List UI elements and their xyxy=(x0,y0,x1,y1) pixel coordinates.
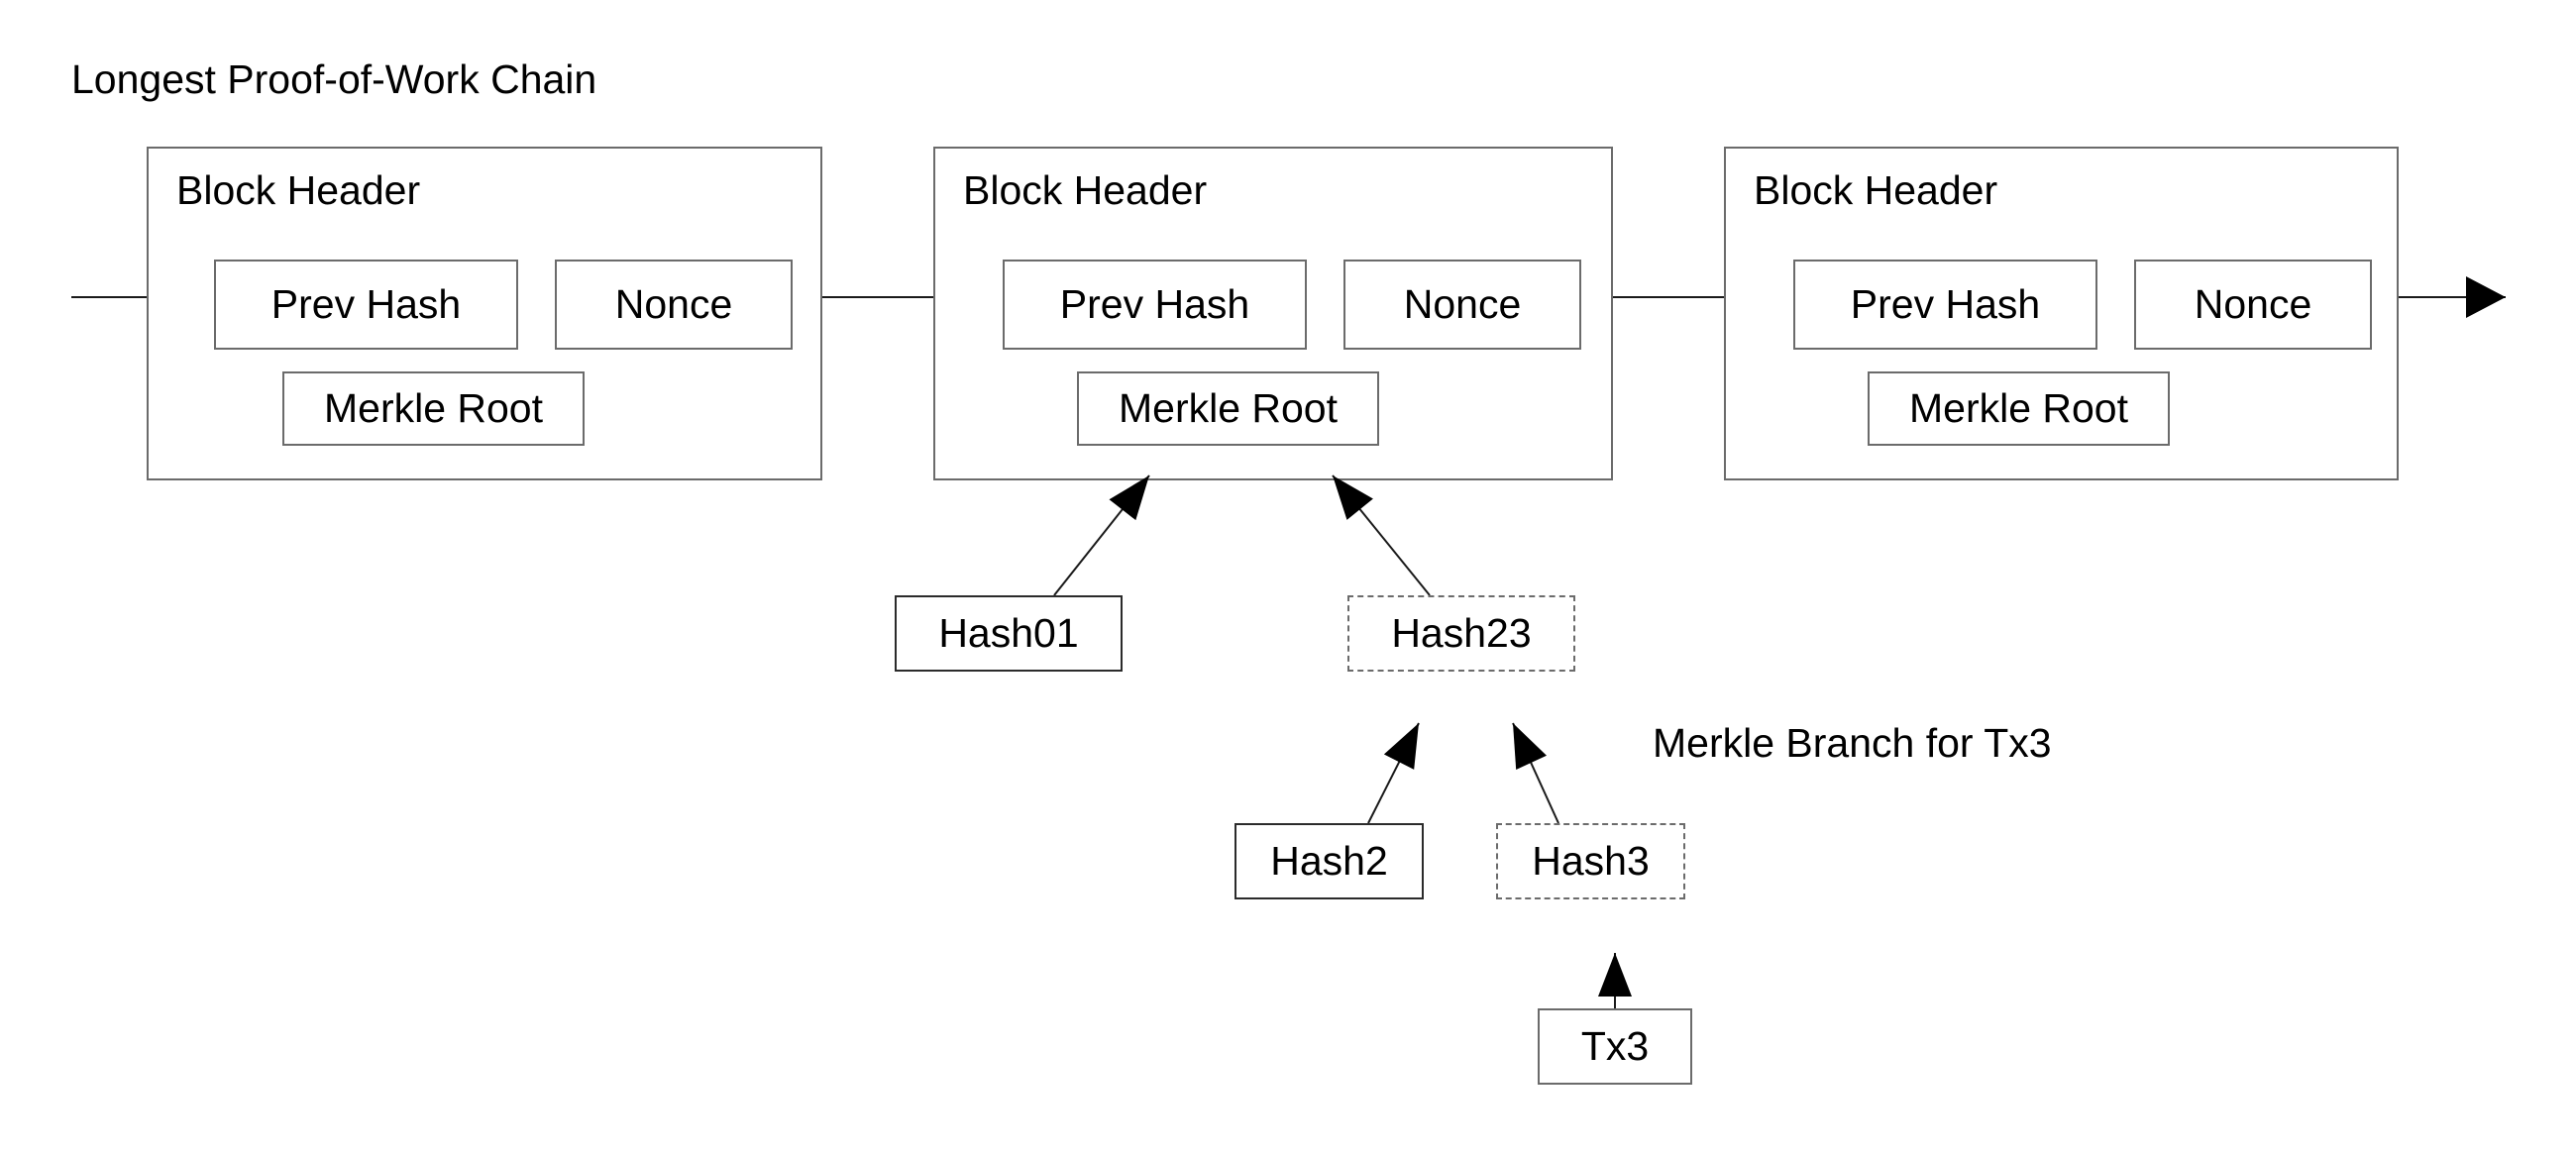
merkle-root-box-2[interactable]: Merkle Root xyxy=(1868,371,2170,446)
merkle-node-tx3-label: Tx3 xyxy=(1580,1023,1650,1069)
merkle-root-label-2: Merkle Root xyxy=(1908,385,2128,431)
edge-hash23-to-merkle-root xyxy=(1332,474,1431,596)
edge-hash01-to-merkle-root xyxy=(1053,474,1150,596)
merkle-node-hash23-label: Hash23 xyxy=(1391,610,1532,656)
arrowhead-hash3-to-hash23 xyxy=(1513,723,1548,771)
nonce-box-2[interactable]: Nonce xyxy=(2134,260,2372,350)
nonce-box-0[interactable]: Nonce xyxy=(555,260,793,350)
nonce-box-1[interactable]: Nonce xyxy=(1343,260,1581,350)
prev-hash-label-2: Prev Hash xyxy=(1850,281,2041,327)
chain-connector-line-1 xyxy=(822,296,1003,298)
prev-hash-label-1: Prev Hash xyxy=(1059,281,1250,327)
block-header-title-1: Block Header xyxy=(963,167,1208,213)
chain-connector-line-2 xyxy=(1613,296,1793,298)
merkle-node-hash01-label: Hash01 xyxy=(938,610,1079,656)
merkle-node-hash23[interactable]: Hash23 xyxy=(1347,595,1575,672)
merkle-root-label-0: Merkle Root xyxy=(323,385,543,431)
chain-connector-line-3 xyxy=(2399,296,2506,298)
merkle-node-hash3-label: Hash3 xyxy=(1532,838,1650,884)
nonce-label-1: Nonce xyxy=(1403,281,1522,327)
merkle-root-box-1[interactable]: Merkle Root xyxy=(1077,371,1379,446)
merkle-node-hash2-label: Hash2 xyxy=(1270,838,1388,884)
merkle-node-tx3[interactable]: Tx3 xyxy=(1538,1008,1692,1085)
merkle-root-label-1: Merkle Root xyxy=(1118,385,1338,431)
edge-hash2-to-hash23 xyxy=(1367,722,1420,824)
prev-hash-label-0: Prev Hash xyxy=(270,281,462,327)
edge-hash3-to-hash23 xyxy=(1512,722,1559,824)
merkle-node-hash01[interactable]: Hash01 xyxy=(895,595,1123,672)
merkle-node-hash2[interactable]: Hash2 xyxy=(1234,823,1424,899)
merkle-node-hash3[interactable]: Hash3 xyxy=(1496,823,1685,899)
arrowhead-tx3-to-hash3 xyxy=(1598,953,1632,997)
prev-hash-box-1[interactable]: Prev Hash xyxy=(1003,260,1307,350)
diagram-title: Longest Proof-of-Work Chain xyxy=(71,56,597,102)
arrowhead-hash2-to-hash23 xyxy=(1383,723,1419,770)
chain-connector-line-0 xyxy=(71,296,216,298)
block-header-title-0: Block Header xyxy=(176,167,421,213)
prev-hash-box-2[interactable]: Prev Hash xyxy=(1793,260,2097,350)
prev-hash-box-0[interactable]: Prev Hash xyxy=(214,260,518,350)
block-header-title-2: Block Header xyxy=(1754,167,1998,213)
nonce-label-0: Nonce xyxy=(614,281,733,327)
nonce-label-2: Nonce xyxy=(2194,281,2312,327)
merkle-root-box-0[interactable]: Merkle Root xyxy=(282,371,585,446)
chain-arrow-head-3 xyxy=(2466,276,2506,318)
merkle-branch-annotation: Merkle Branch for Tx3 xyxy=(1653,720,2052,766)
